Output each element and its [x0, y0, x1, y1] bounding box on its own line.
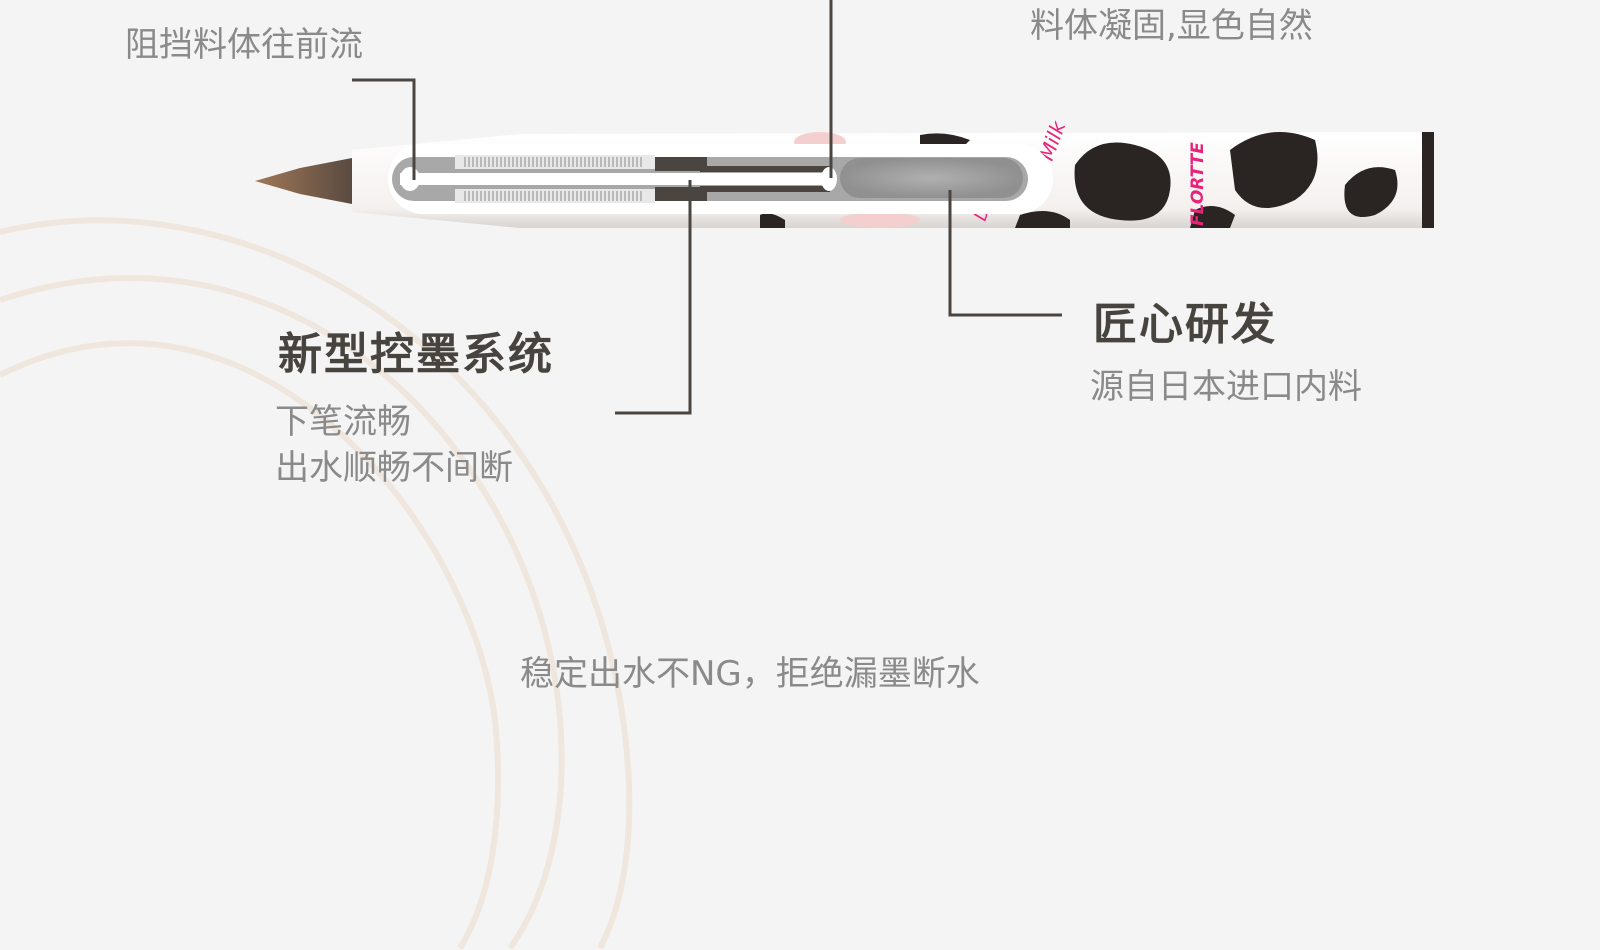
tagline: 稳定出水不NG，拒绝漏墨断水 [520, 654, 980, 694]
pen-end-cap [1422, 132, 1434, 228]
arc-3 [0, 340, 502, 950]
top-left-callout-desc: 阻挡料体往前流 [125, 25, 363, 65]
craft-desc: 源自日本进口内料 [1090, 367, 1362, 407]
top-right-callout-desc: 料体凝固,显色自然 [1030, 6, 1313, 46]
ink-control-title: 新型控墨系统 [278, 329, 554, 380]
arc-1 [0, 217, 633, 950]
arc-2 [0, 275, 565, 950]
ink-reservoir [840, 158, 1023, 198]
pen-brand-text: FLORTTE [1188, 142, 1208, 226]
cow-print-pattern [760, 132, 1398, 228]
brush-tip [255, 158, 352, 204]
craft-title: 匠心研发 [1093, 299, 1277, 350]
spring [464, 157, 642, 202]
ink-control-line2: 出水顺畅不间断 [275, 448, 513, 488]
ink-control-line1: 下笔流畅 [275, 402, 411, 442]
